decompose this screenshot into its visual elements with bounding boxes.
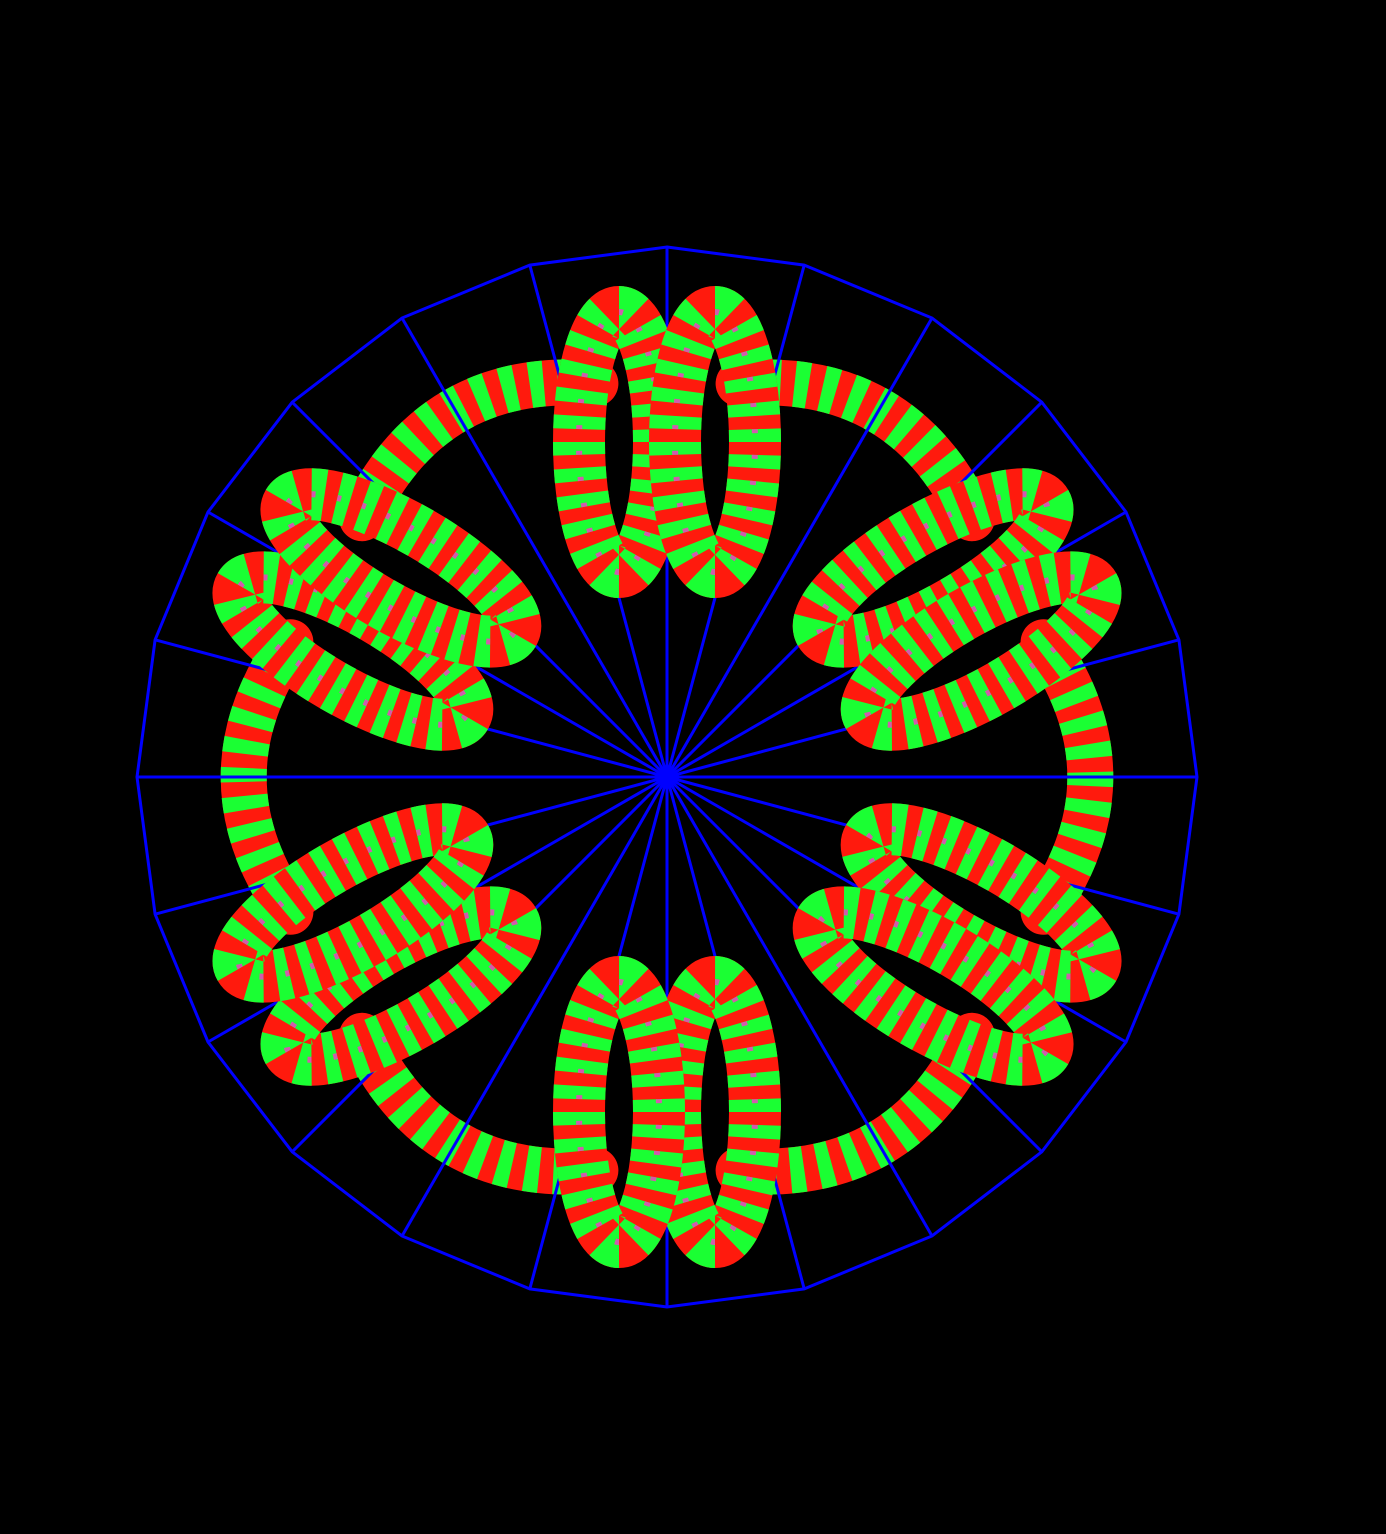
radial-spoke <box>400 317 669 778</box>
coil-accent <box>672 979 758 1245</box>
coil-accent <box>672 309 758 575</box>
coil-group <box>792 468 1122 751</box>
coil-groups <box>212 286 1122 1268</box>
coil-group <box>553 956 781 1268</box>
coil-accent <box>576 979 662 1245</box>
radial-spoke <box>665 317 934 778</box>
coil-accent <box>863 826 1099 980</box>
coil-accent <box>283 909 519 1063</box>
coil-group <box>792 803 1122 1086</box>
radial-spoke <box>665 776 934 1237</box>
coil-group <box>212 468 542 751</box>
coil-accent <box>576 309 662 575</box>
coil-group <box>553 286 781 598</box>
coil-accent <box>815 909 1051 1063</box>
center-hub <box>657 767 677 787</box>
coil-group <box>212 803 542 1086</box>
radial-spoke <box>400 776 669 1237</box>
coil-accent <box>235 574 471 728</box>
